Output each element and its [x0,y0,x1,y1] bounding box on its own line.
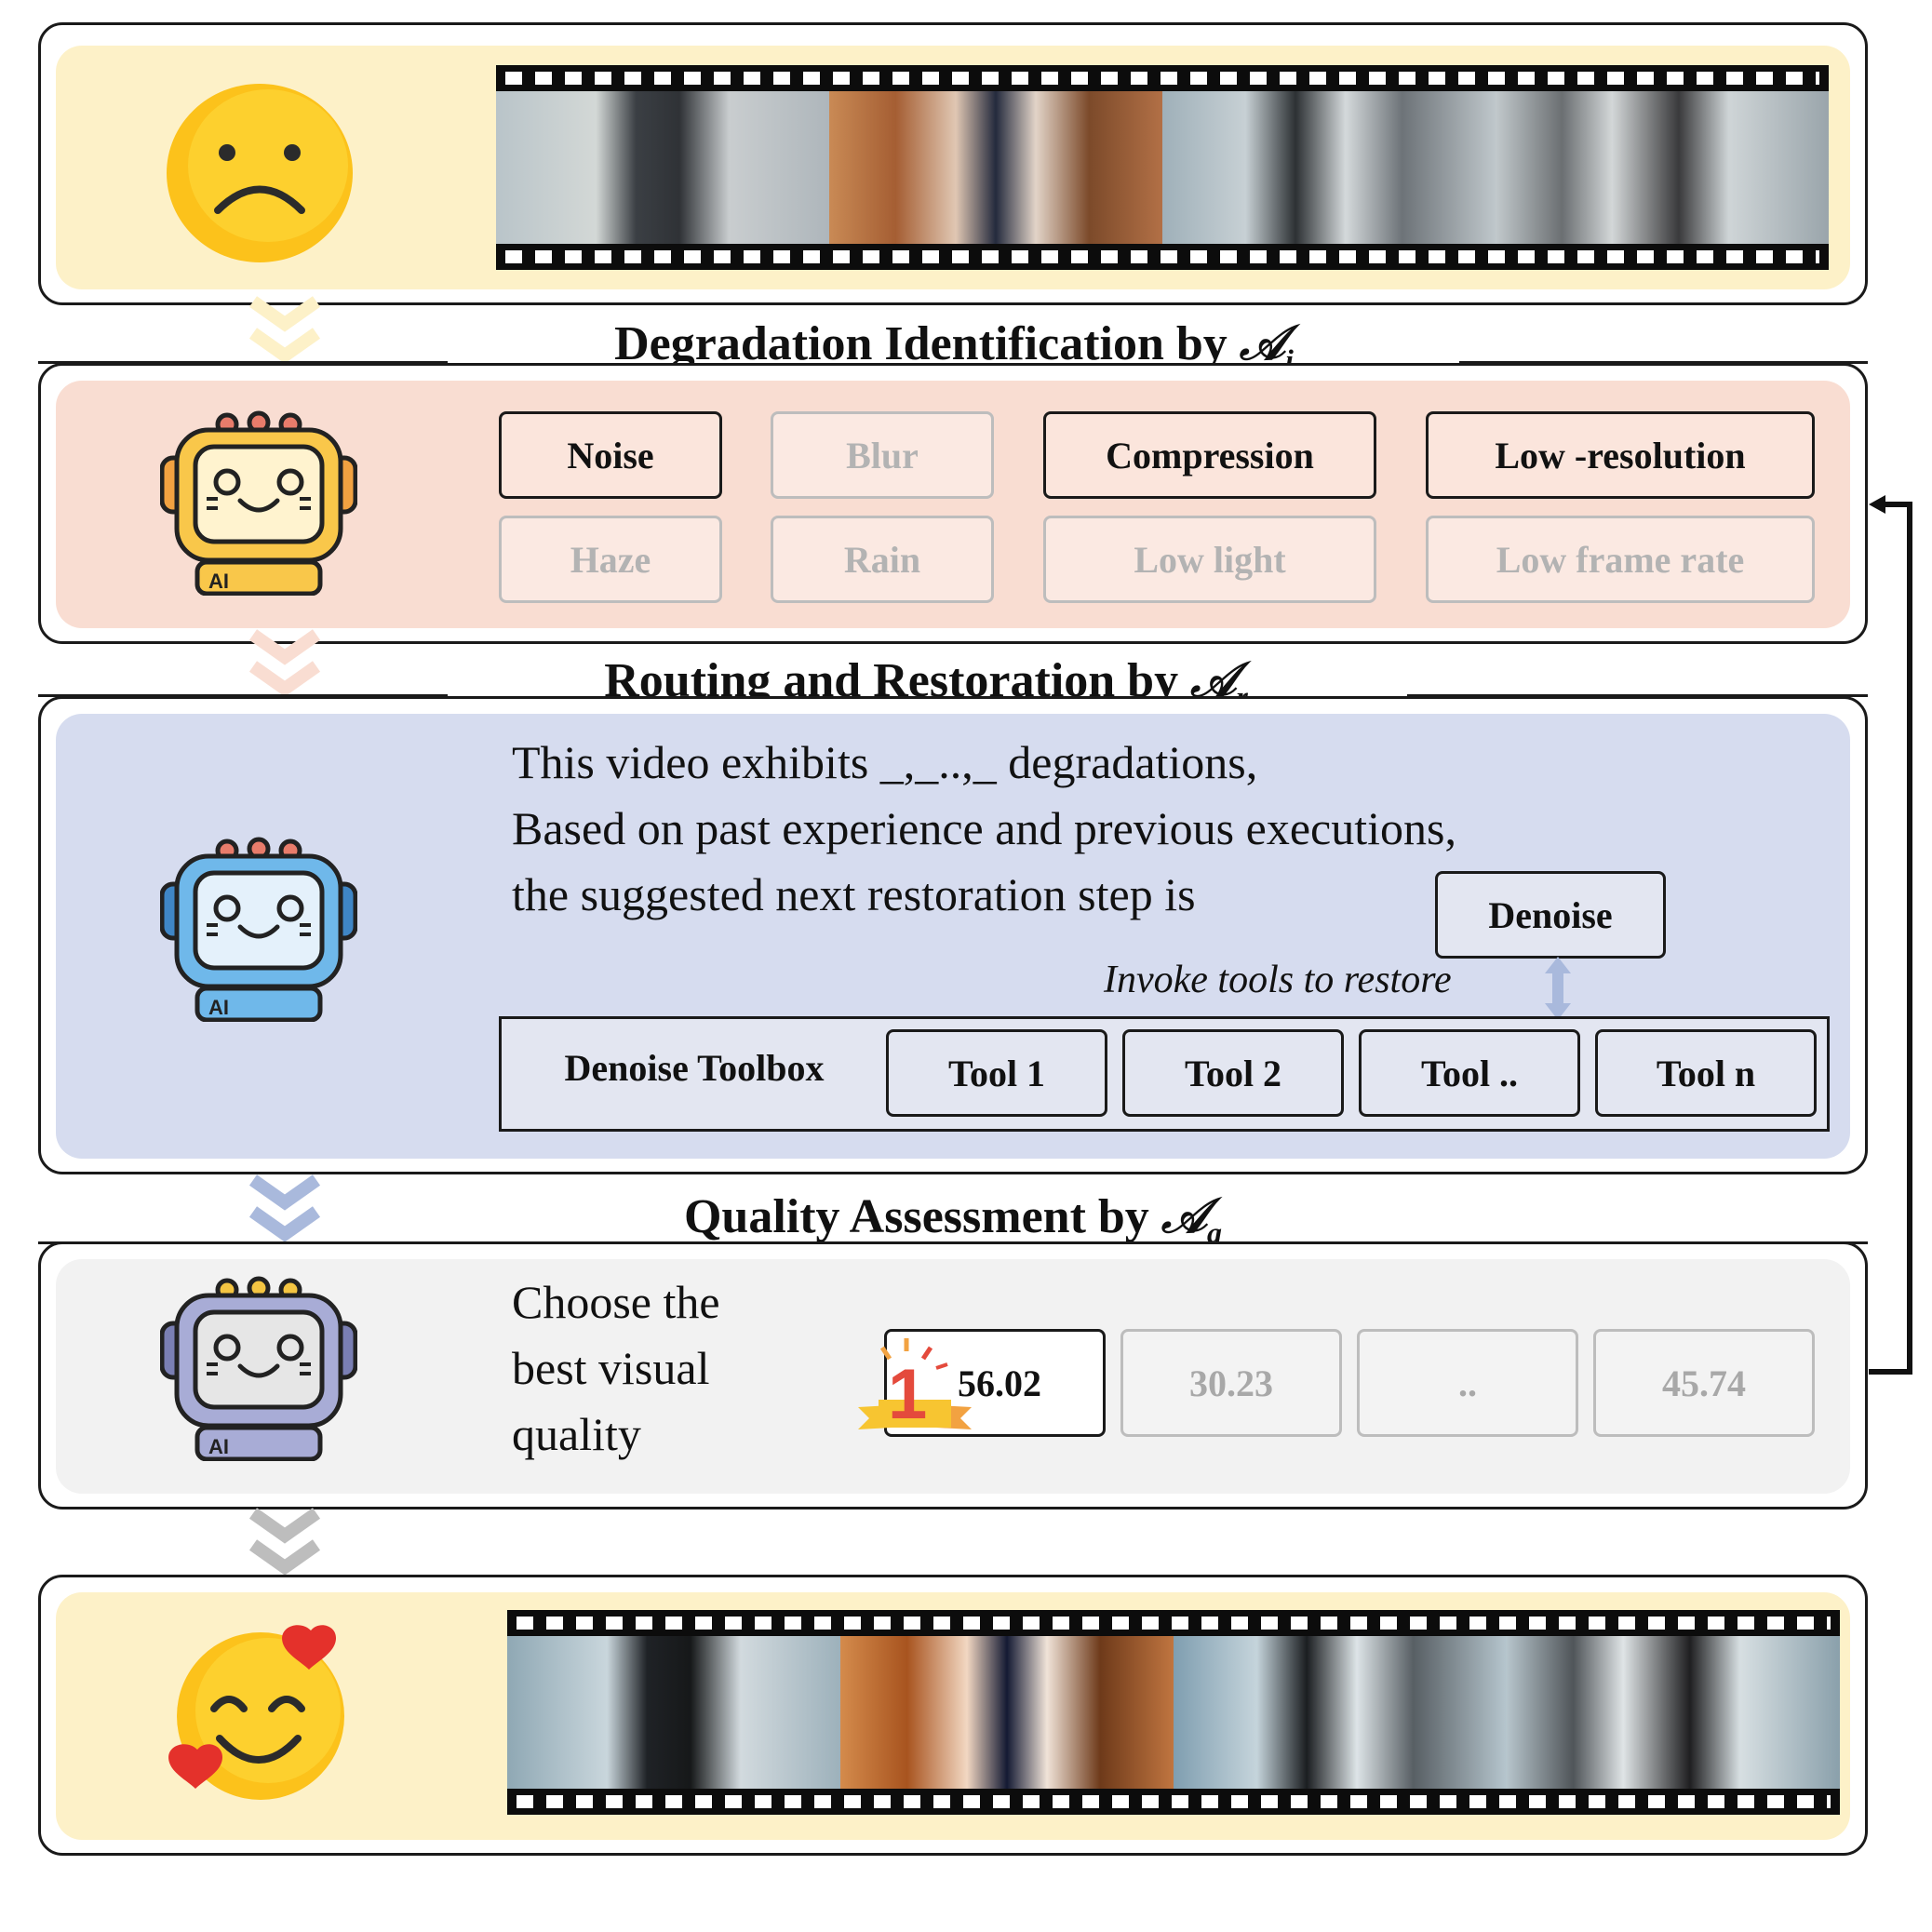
svg-text:AI: AI [208,1435,229,1458]
degradation-noise: Noise [499,411,722,499]
video-frame-1 [496,91,829,244]
sad-face-icon [167,84,353,262]
feedback-loop-arrow [1869,495,1912,1375]
assessment-line-1: Choose the [512,1276,720,1328]
score-ellipsis: .. [1357,1329,1578,1437]
chevron-down-icon [248,629,321,697]
agent-symbol: 𝒜 [1239,315,1285,371]
svg-text:AI: AI [208,996,229,1019]
chevron-down-icon [248,296,321,364]
title-rule-left [38,694,448,697]
suggested-step-denoise: Denoise [1435,871,1666,959]
tool-n: Tool n [1595,1029,1817,1117]
assessment-line-2: best visual [512,1342,710,1394]
title-rule-right [1407,694,1868,697]
video-frame-1 [507,1636,840,1789]
degraded-film-strip [496,65,1829,270]
routing-line-1: This video exhibits _,_..,_ degradations… [512,736,1258,788]
video-frame-4 [1507,1636,1840,1789]
degradation-low-light: Low light [1043,516,1376,603]
video-frame-3 [1174,1636,1507,1789]
happy-face-icon [168,1625,344,1800]
score-n: 45.74 [1593,1329,1815,1437]
robot-agent-icon: AI [160,837,357,1022]
robot-agent-icon: AI [160,410,357,596]
assessment-line-3: quality [512,1408,641,1460]
tool-ellipsis: Tool .. [1359,1029,1580,1117]
video-frame-3 [1162,91,1496,244]
routing-line-2: Based on past experience and previous ex… [512,802,1456,854]
degradation-blur: Blur [771,411,994,499]
svg-text:AI: AI [208,570,229,593]
invoke-tools-note: Invoke tools to restore [1104,959,1452,1001]
video-frame-2 [840,1636,1174,1789]
double-arrow-icon [1545,957,1571,1020]
title-rule-left [38,361,448,364]
title-rule-right [1459,361,1868,364]
degradation-low-resolution: Low -resolution [1426,411,1815,499]
degradation-low-frame-rate: Low frame rate [1426,516,1815,603]
video-frame-2 [829,91,1162,244]
degradation-rain: Rain [771,516,994,603]
assessment-title: Quality Assessment by 𝒜a [683,1187,1223,1250]
tool-2: Tool 2 [1122,1029,1344,1117]
chevron-down-icon [248,1174,321,1242]
degradation-haze: Haze [499,516,722,603]
restored-film-strip [507,1610,1840,1815]
video-frame-4 [1496,91,1829,244]
routing-line-3: the suggested next restoration step is [512,868,1196,920]
score-2: 30.23 [1120,1329,1342,1437]
chevron-down-icon [248,1508,321,1576]
identification-title: Degradation Identification by 𝒜i [614,315,1294,377]
robot-agent-icon: AI [160,1276,357,1461]
first-place-badge-icon: 1 [858,1338,972,1434]
svg-text:1: 1 [888,1355,927,1434]
toolbox-label: Denoise Toolbox [564,1047,825,1089]
degradation-compression: Compression [1043,411,1376,499]
tool-1: Tool 1 [886,1029,1107,1117]
